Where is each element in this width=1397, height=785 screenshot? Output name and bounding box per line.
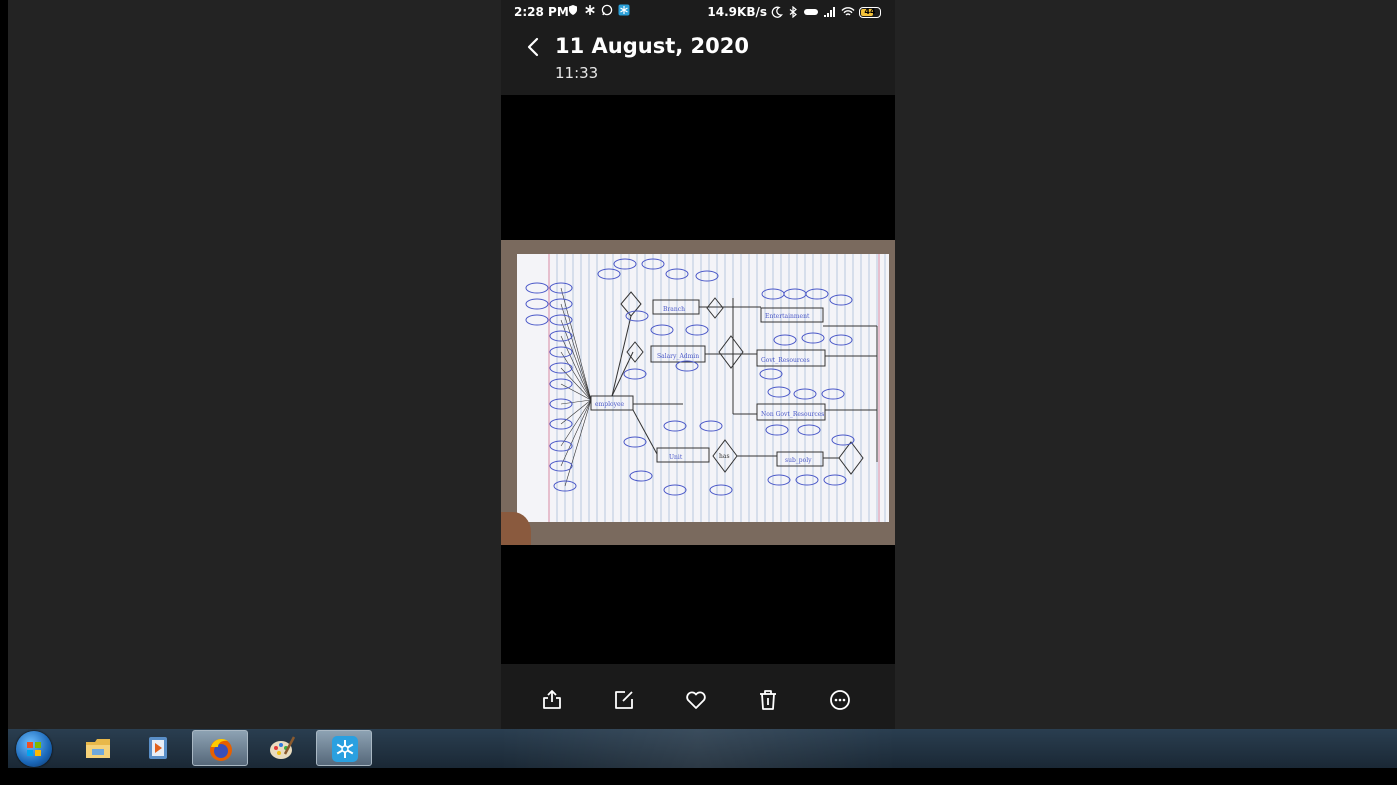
svg-text:Branch: Branch: [663, 306, 685, 313]
taskbar-paint[interactable]: [254, 730, 310, 766]
photo-time: 11:33: [555, 64, 599, 82]
favorite-icon[interactable]: [684, 688, 708, 712]
window-edge: [0, 0, 8, 729]
status-system-icons: 14.9KB/s 44: [707, 5, 881, 19]
bluetooth-icon: [789, 6, 797, 18]
svg-text:Govt_Resources: Govt_Resources: [761, 357, 810, 364]
photo-viewer-image[interactable]: Branch Entertainment Salary_Admin Govt_R…: [501, 240, 895, 545]
gallery-header: 11 August, 2020 11:33: [501, 26, 895, 95]
svg-text:sub_poly: sub_poly: [785, 457, 812, 464]
photo-action-bar: [501, 664, 895, 729]
hd-volte-icon: [804, 9, 818, 15]
moon-icon: [771, 6, 783, 18]
notebook-page: Branch Entertainment Salary_Admin Govt_R…: [517, 254, 889, 522]
svg-text:has: has: [719, 453, 730, 460]
status-time: 2:28 PM: [514, 5, 569, 19]
svg-text:Entertainment: Entertainment: [765, 313, 810, 320]
firefox-icon: [210, 739, 232, 761]
snowflake-app-icon: [332, 736, 358, 762]
media-player-icon: [149, 737, 167, 759]
battery-level: [861, 8, 873, 16]
app-notification-icon: [618, 4, 630, 16]
windows-start-icon[interactable]: [16, 731, 52, 767]
taskbar-gleam: [498, 729, 898, 768]
screen-bottom-edge: [0, 768, 1397, 785]
file-explorer-icon: [86, 739, 110, 758]
edit-icon[interactable]: [612, 688, 636, 712]
delete-icon[interactable]: [756, 688, 780, 712]
windows-logo-icon: [27, 742, 41, 756]
svg-text:Non Govt_Resources: Non Govt_Resources: [761, 411, 824, 418]
status-notification-icons: [567, 4, 630, 16]
paint-icon: [270, 736, 296, 759]
svg-text:Salary_Admin: Salary_Admin: [657, 353, 699, 360]
whatsapp-icon: [601, 4, 613, 16]
svg-text:employee: employee: [595, 401, 625, 408]
er-diagram-sketch: Branch Entertainment Salary_Admin Govt_R…: [525, 254, 886, 522]
network-speed: 14.9KB/s: [707, 5, 767, 19]
taskbar-media-player[interactable]: [130, 730, 186, 766]
photo-date: 11 August, 2020: [555, 34, 749, 58]
taskbar-snowflake-app[interactable]: [316, 730, 372, 766]
svg-text:Unit: Unit: [669, 454, 683, 461]
windows-taskbar: [8, 729, 1397, 768]
hand-thumb: [501, 512, 531, 545]
taskbar-firefox[interactable]: [192, 730, 248, 766]
shield-icon: [569, 5, 577, 15]
battery-percent: 44: [864, 6, 876, 16]
share-icon[interactable]: [540, 688, 564, 712]
battery-indicator: 44: [859, 6, 881, 18]
phone-mirror-window: 2:28 PM 14.9KB/s 44 11 August, 2020 11:3…: [501, 0, 895, 729]
snowflake-icon: [585, 5, 595, 15]
status-bar: 2:28 PM 14.9KB/s 44: [501, 0, 895, 26]
back-arrow-icon[interactable]: [523, 36, 545, 58]
wifi-icon: [841, 7, 855, 16]
signal-icon: [824, 7, 835, 17]
more-icon[interactable]: [828, 688, 852, 712]
taskbar-file-explorer[interactable]: [70, 730, 126, 766]
